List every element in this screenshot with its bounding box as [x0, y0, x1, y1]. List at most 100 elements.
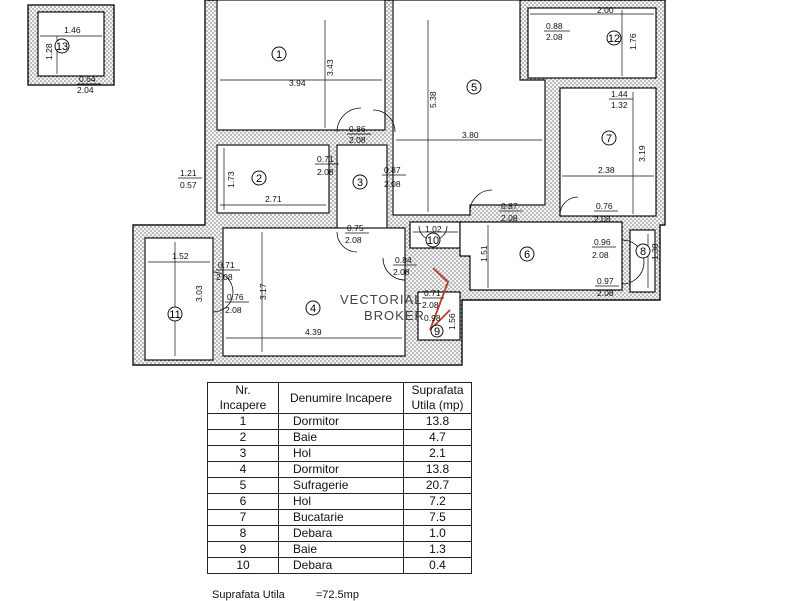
table-header-row: Nr. Incapere Denumire Incapere Suprafata… [207, 382, 472, 414]
room-7-floor [559, 87, 657, 217]
dim-6-door2-bottom: 2.08 [597, 288, 614, 298]
dim-2-height: 1.73 [226, 171, 236, 188]
room-number-cell: 5 [207, 477, 279, 494]
room-table: Nr. Incapere Denumire Incapere Suprafata… [207, 382, 472, 574]
dim-3-door3-bottom: 2.08 [345, 235, 362, 245]
dim-5-height: 5.38 [428, 91, 438, 108]
room-number-5: 5 [471, 82, 477, 94]
dim-7-door2-bottom: 2.08 [594, 214, 611, 224]
room-area-cell: 7.2 [403, 493, 472, 510]
room-number-2: 2 [256, 173, 262, 185]
room-number-cell: 9 [207, 541, 279, 558]
dim-12-door-top: 0.88 [546, 21, 563, 31]
dim-3-door1-bottom: 2.08 [349, 135, 366, 145]
dim-2-width: 2.71 [265, 194, 282, 204]
room-label-11: 11 [167, 306, 183, 322]
room-label-8: 8 [635, 243, 651, 259]
floor-plan: 13 1 5 12 7 2 3 10 6 8 4 11 9 1.46 1.28 … [27, 0, 666, 366]
room-number-4: 4 [310, 303, 316, 315]
dim-8-door-bottom: 2.08 [592, 250, 609, 260]
room-name-cell: Dormitor [278, 461, 404, 478]
room-number-8: 8 [640, 246, 646, 258]
dim-9-door-top: 0.71 [424, 288, 441, 298]
room-area-cell: 4.7 [403, 429, 472, 446]
building-walls [132, 0, 666, 366]
dim-3-door2-top: 0.87 [384, 165, 401, 175]
dim-3-door1-top: 0.86 [349, 124, 366, 134]
room-name-cell: Debara [278, 525, 404, 542]
dim-9-b: 1.56 [447, 313, 457, 330]
dimension-labels: 1.46 1.28 0.64 2.04 3.94 3.43 5.38 3.80 … [44, 5, 660, 337]
dim-12-top: 2.00 [597, 5, 614, 15]
dim-11-height: 3.03 [194, 285, 204, 302]
room-number-cell: 6 [207, 493, 279, 510]
room-5-floor [392, 0, 546, 216]
dim-7-door-top: 1.44 [611, 89, 628, 99]
room-number-cell: 1 [207, 413, 279, 430]
room-area-cell: 13.8 [403, 461, 472, 478]
room-area-cell: 0.4 [403, 557, 472, 574]
room-13-block [27, 4, 115, 86]
room-6-floor [459, 221, 623, 291]
room-name-cell: Sufragerie [278, 477, 404, 494]
room-name-cell: Bucatarie [278, 509, 404, 526]
dim-9-door-bottom: 2.08 [422, 300, 439, 310]
room-number-6: 6 [524, 249, 530, 261]
room-label-9: 9 [430, 324, 444, 338]
room-area-cell: 7.5 [403, 509, 472, 526]
room-number-12: 12 [608, 33, 620, 45]
door-swings [212, 107, 645, 313]
room-label-10: 10 [425, 232, 441, 248]
dim-1-height: 3.43 [325, 59, 335, 76]
dim-3-door2-bottom: 2.08 [384, 179, 401, 189]
dim-5-width: 3.80 [462, 130, 479, 140]
room-number-7: 7 [606, 133, 612, 145]
dim-7-height: 3.19 [637, 145, 647, 162]
room-1-floor [216, 0, 386, 131]
dim-1-width: 3.94 [289, 78, 306, 88]
room-number-cell: 4 [207, 461, 279, 478]
dim-7-door2-top: 0.76 [596, 201, 613, 211]
room-name-cell: Debara [278, 557, 404, 574]
dim-window-top: 1.21 [180, 168, 197, 178]
dim-9-a: 0.98 [424, 313, 441, 323]
dim-10-door-top: 0.84 [395, 255, 412, 265]
room-label-3: 3 [352, 174, 368, 190]
room-name-cell: Baie [278, 429, 404, 446]
room-number-cell: 7 [207, 509, 279, 526]
dim-6-door2-top: 0.97 [597, 276, 614, 286]
dim-4-door-bottom: 2.08 [225, 305, 242, 315]
room-label-5: 5 [466, 79, 482, 95]
room-number-cell: 2 [207, 429, 279, 446]
dim-10-door-bottom: 2.08 [393, 267, 410, 277]
room-name-cell: Baie [278, 541, 404, 558]
dim-4-width: 4.39 [305, 327, 322, 337]
dimension-lines [40, 10, 654, 356]
header-room-number: Nr. Incapere [207, 382, 279, 414]
dim-2-door-bottom: 2.08 [317, 167, 334, 177]
dim-3-door3-top: 0.75 [347, 223, 364, 233]
dim-4-door-top: 0.76 [227, 292, 244, 302]
room-label-1: 1 [271, 46, 287, 62]
room-number-cell: 10 [207, 557, 279, 574]
dim-13-width: 1.46 [64, 25, 81, 35]
dim-7-door-bottom: 1.32 [611, 100, 628, 110]
room-label-2: 2 [251, 170, 267, 186]
header-room-area: Suprafata Utila (mp) [403, 382, 472, 414]
header-room-name: Denumire Incapere [278, 382, 404, 414]
dim-6-door1-bottom: 2.08 [501, 213, 518, 223]
watermark-line1: VECTORIAL [340, 292, 422, 307]
room-label-13: 13 [54, 38, 70, 54]
room-number-3: 3 [357, 177, 363, 189]
room-number-13: 13 [56, 41, 68, 53]
total-area-label: Suprafata Utila [212, 589, 285, 601]
dim-13-door-bottom: 2.04 [77, 85, 94, 95]
room-number-1: 1 [276, 49, 282, 61]
room-8-floor [629, 229, 656, 293]
watermark-line2: BROKER [364, 308, 425, 323]
